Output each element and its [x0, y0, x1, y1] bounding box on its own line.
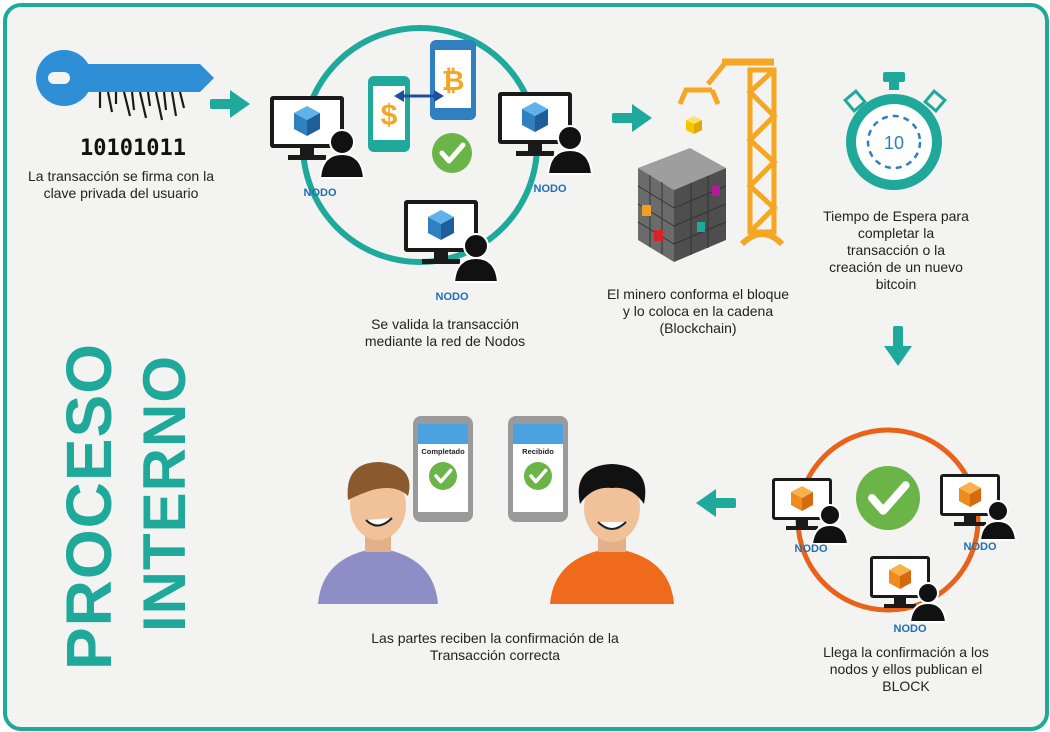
person-icon [550, 464, 674, 604]
binary-text: 10101011 [80, 136, 186, 161]
node-label: NODO [304, 187, 337, 199]
node-label: NODO [894, 623, 927, 635]
stopwatch-icon: 10 [843, 72, 947, 190]
timer-value: 10 [884, 133, 904, 153]
phone-status-label: Recibido [522, 447, 554, 456]
arrow-icon [696, 489, 736, 517]
phone-bitcoin-icon: ₿ [430, 40, 476, 120]
step-parties-label: Las partes reciben la confirmación de la… [371, 630, 619, 663]
exchange-arrows-icon [394, 90, 444, 102]
bitcoin-icon: ₿ [442, 64, 465, 97]
step-wait-label: Tiempo de Espera para completar la trans… [823, 208, 969, 292]
node-label: NODO [534, 183, 567, 195]
node-label: NODO [795, 543, 828, 555]
node-computer-icon [403, 199, 499, 283]
node-computer-icon [497, 91, 593, 175]
phone-dollar-icon: $ [368, 76, 410, 152]
arrow-icon [884, 326, 912, 366]
phone-status-label: Completado [421, 447, 465, 456]
phone-icon: Recibido [508, 416, 568, 522]
blockchain-cube-icon [637, 116, 727, 262]
node-label: NODO [964, 541, 997, 553]
node-computer-icon [771, 477, 849, 545]
check-icon [856, 466, 920, 530]
check-icon [432, 133, 472, 173]
step-sign-label: La transacción se firma con la clave pri… [28, 168, 214, 201]
arrow-icon [612, 104, 652, 132]
node-computer-icon [269, 95, 365, 179]
dollar-icon: $ [381, 99, 398, 132]
phone-icon: Completado [413, 416, 473, 522]
crane-icon [677, 58, 785, 247]
arrow-icon [210, 90, 250, 118]
step-miner-label: El minero conforma el bloque y lo coloca… [606, 286, 790, 336]
person-icon [318, 462, 438, 604]
vertical-title-interno: INTERNO [131, 355, 198, 632]
step-confirm-label: Llega la confirmación a los nodos y ello… [823, 644, 989, 694]
step-validate-label: Se valida la transacción mediante la red… [364, 316, 526, 349]
vertical-title-proceso: PROCESO [53, 342, 125, 670]
key-icon: 10101011 [36, 50, 214, 161]
node-label: NODO [436, 291, 469, 303]
